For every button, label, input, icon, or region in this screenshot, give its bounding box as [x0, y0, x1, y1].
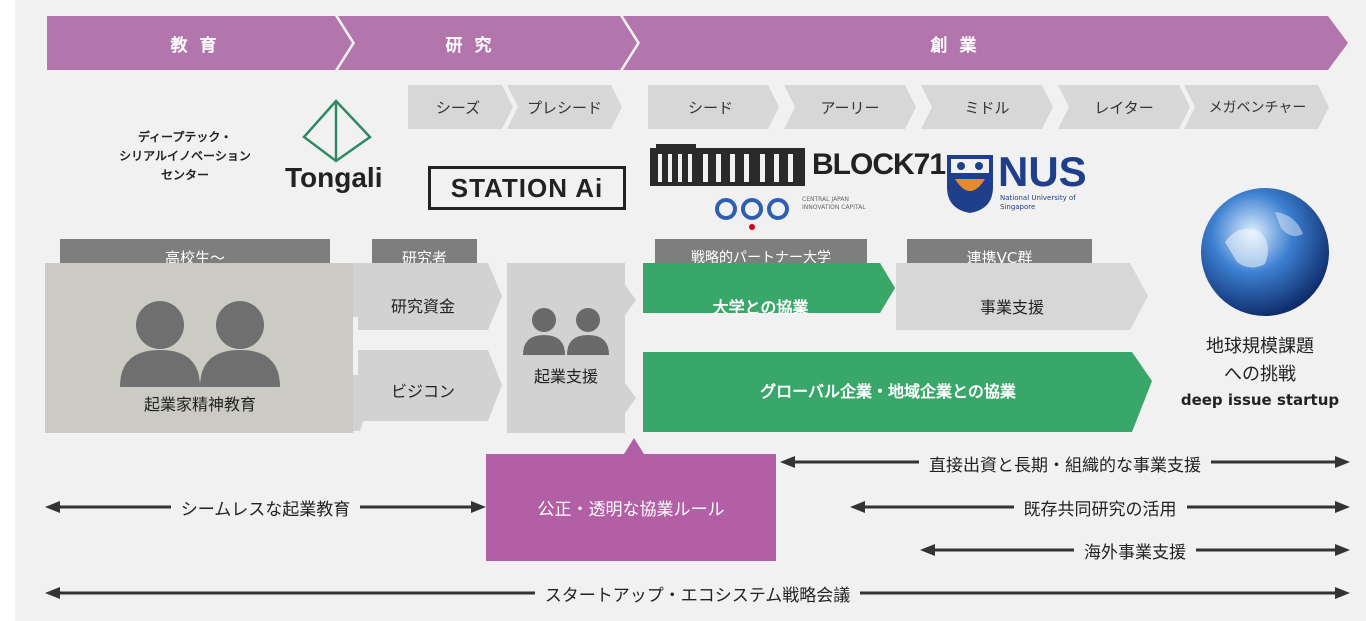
phase-startup-shape [623, 16, 1348, 70]
phase-banner [47, 16, 1348, 70]
direct-investment-arrow: 直接出資と長期・組織的な事業支援 [780, 448, 1350, 478]
globe-icon [1201, 188, 1329, 316]
flow-shapes [45, 263, 1152, 433]
stage-seed: シード [687, 98, 733, 117]
stage-chevrons [408, 85, 1329, 129]
tongali-logo: Tongali [285, 162, 383, 193]
overseas-support-arrow: 海外事業支援 [920, 535, 1350, 565]
stage-later: レイター [1094, 98, 1154, 117]
phase-education-shape [47, 16, 352, 70]
joint-research-label: 既存共同研究の活用 [1013, 494, 1187, 520]
stage-seeds: シーズ [435, 98, 481, 117]
university-collaboration: 大学との協業 [712, 297, 809, 317]
stage-middle: ミドル [964, 98, 1010, 117]
nus-logo: NUS [998, 148, 1087, 195]
seamless-education-arrow: シームレスな起業教育 [45, 492, 486, 522]
center-name: ディープテック・ シリアルイノベーション センター [119, 130, 251, 182]
ecosystem-council-label: スタートアップ・エコシステム戦略会議 [534, 580, 861, 606]
global-regional-collaboration: グローバル企業・地域企業との協業 [760, 382, 1016, 401]
research-funds: 研究資金 [390, 297, 455, 316]
goal-text: 地球規模課題 への挑戦 deep issue startup [1160, 333, 1360, 411]
business-support: 事業支援 [979, 297, 1044, 317]
phase-research: 研 究 [445, 35, 495, 56]
startup-support: 起業支援 [533, 367, 598, 386]
nus-crest-icon [947, 155, 993, 213]
phase-research-shape [338, 16, 637, 70]
seamless-education-label: シームレスな起業教育 [170, 494, 361, 520]
direct-investment-label: 直接出資と長期・組織的な事業支援 [919, 450, 1211, 476]
startup-people-icon [523, 308, 609, 355]
goal-line-2: への挑戦 [1224, 364, 1296, 385]
goal-line-1: 地球規模課題 [1206, 336, 1314, 357]
block71-building-icon [650, 144, 805, 186]
ecosystem-council-arrow: スタートアップ・エコシステム戦略会議 [45, 578, 1350, 608]
stage-early: アーリー [820, 98, 880, 117]
stage-mega-venture: メガベンチャー [1208, 100, 1307, 116]
station-ai-logo: STATION Ai [428, 166, 626, 210]
stage-pre-seed: プレシード [526, 98, 602, 117]
joint-research-arrow: 既存共同研究の活用 [850, 492, 1350, 522]
block71-logo: BLOCK71 [812, 148, 946, 181]
entrepreneurship-education: 起業家精神教育 [143, 395, 256, 414]
tongali-mark-icon [302, 99, 372, 163]
fair-collaboration-rules: 公正・透明な協業ルール [537, 500, 725, 520]
fair-rules-shape [486, 438, 776, 561]
nus-subtitle: National University of Singapore [1000, 194, 1076, 211]
cjic-logo: CENTRAL JAPAN INNOVATION CAPITAL [802, 196, 866, 211]
phase-startup: 創 業 [930, 35, 980, 56]
business-contest: ビジコン [390, 382, 455, 401]
cjic-mark-icon [715, 198, 789, 230]
people-icon [120, 301, 280, 387]
goal-line-3: deep issue startup [1180, 391, 1340, 409]
phase-education: 教 育 [170, 35, 220, 56]
overseas-support-label: 海外事業支援 [1074, 537, 1196, 563]
